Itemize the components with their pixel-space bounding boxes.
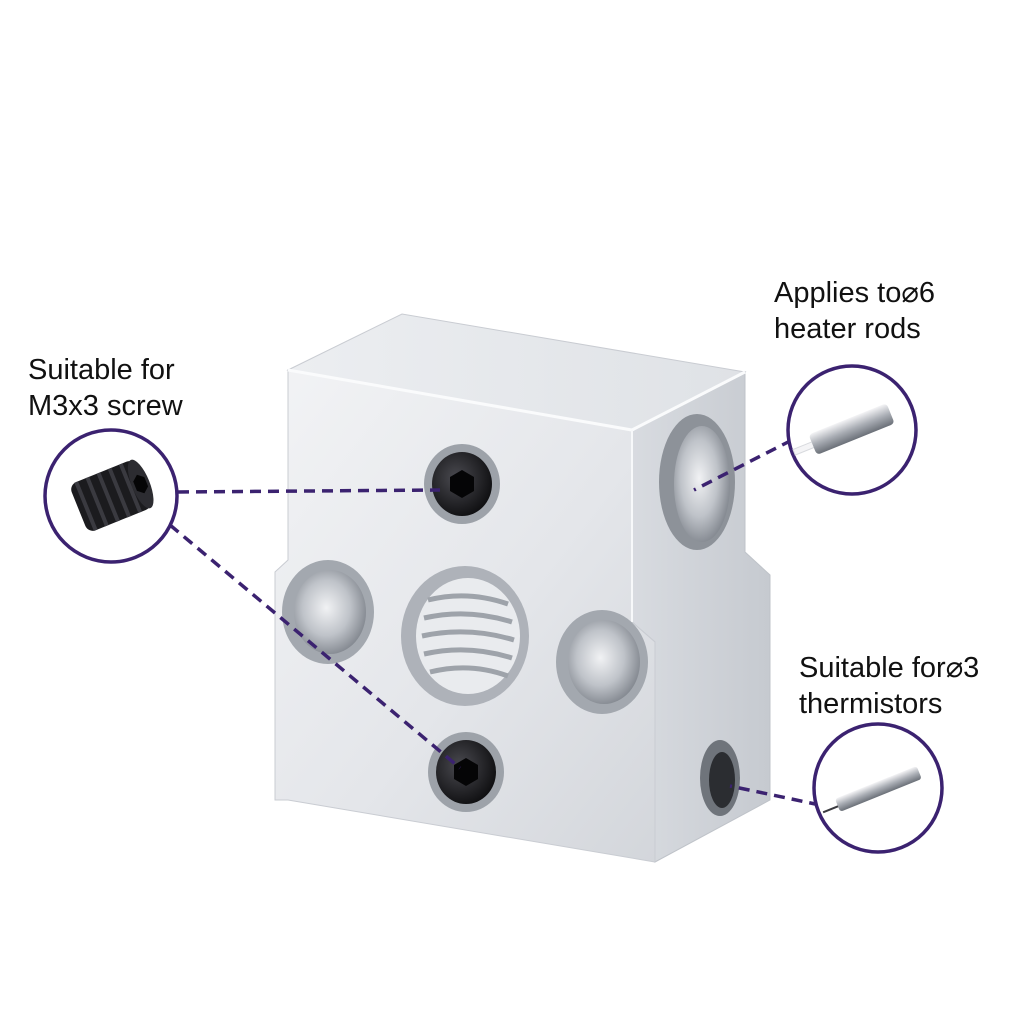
label-heater-rods: Applies to⌀6 heater rods: [774, 275, 935, 347]
callout-line-screw-top: [177, 488, 441, 494]
top-set-screw: [424, 444, 500, 524]
set-screw-icon: [71, 459, 154, 531]
callout-line-screw-bottom: [168, 523, 462, 770]
label-thermistor-line2: thermistors: [799, 688, 943, 720]
label-thermistor-line1: Suitable for⌀3: [799, 652, 980, 684]
label-heater-line2: heater rods: [774, 313, 921, 345]
label-screw: Suitable for M3x3 screw: [28, 352, 183, 424]
callout-screw: [43, 428, 179, 564]
callout-line-heater: [693, 438, 793, 492]
label-screw-line1: Suitable for: [28, 354, 175, 386]
thermistor-icon: [822, 766, 921, 814]
heater-block: [274, 313, 771, 863]
threaded-nozzle-hole: [401, 566, 529, 706]
label-heater-line1: Applies to⌀6: [774, 277, 935, 309]
label-thermistors: Suitable for⌀3 thermistors: [799, 650, 979, 722]
bottom-set-screw: [428, 732, 504, 812]
callout-heater-rod: [786, 364, 918, 496]
callout-thermistor: [812, 722, 944, 854]
callout-line-thermistor: [729, 784, 821, 807]
heater-rod-icon: [792, 404, 894, 456]
label-screw-line2: M3x3 screw: [28, 390, 183, 422]
callout-lines: [168, 438, 821, 807]
